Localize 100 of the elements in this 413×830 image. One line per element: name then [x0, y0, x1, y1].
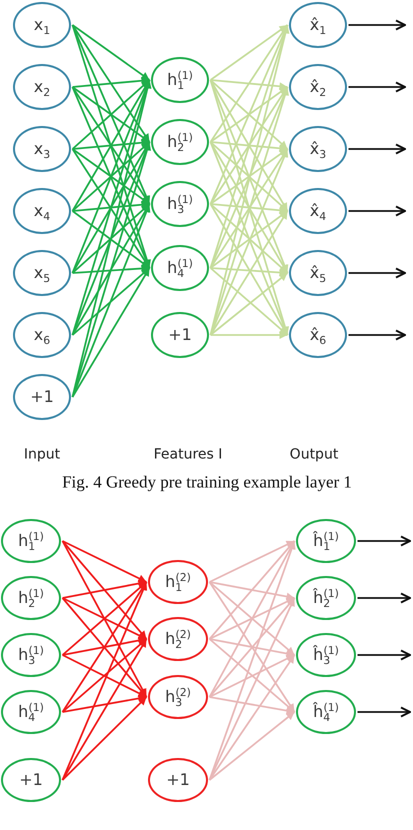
arrow — [348, 206, 406, 216]
arrow — [72, 24, 151, 268]
arrow — [208, 711, 296, 781]
arrow — [72, 86, 150, 143]
arrow — [210, 141, 288, 152]
arrow — [358, 650, 411, 660]
arrow — [358, 536, 411, 546]
arrow — [210, 331, 288, 339]
neuron-label: x̂$_{5}$ — [310, 265, 326, 281]
neuron-circle — [13, 374, 71, 420]
arrow — [210, 210, 288, 269]
arrow — [72, 203, 150, 274]
arrow — [210, 141, 288, 212]
arrow — [210, 24, 288, 81]
arrow — [62, 540, 147, 583]
arrow — [72, 268, 150, 398]
arrow — [208, 540, 296, 698]
arrow — [72, 142, 152, 398]
arrow — [72, 24, 150, 142]
arrow — [210, 203, 288, 214]
arrow — [72, 204, 150, 398]
neuron-label: x$_{1}$ — [34, 17, 50, 33]
arrow — [62, 597, 147, 640]
neuron-label: +1 — [30, 389, 54, 405]
arrow — [62, 581, 148, 656]
arrow — [208, 581, 296, 656]
arrow — [62, 638, 148, 780]
arrow — [358, 706, 411, 718]
arrow — [72, 24, 150, 204]
arrow — [209, 581, 295, 600]
arrow — [62, 540, 148, 640]
arrow — [72, 138, 150, 150]
arrow — [72, 79, 150, 150]
arrow — [208, 597, 296, 698]
arrow — [210, 203, 288, 274]
neuron-label: x$_{6}$ — [34, 327, 50, 343]
arrow — [62, 582, 148, 780]
arrow — [72, 80, 152, 398]
arrow — [208, 582, 296, 712]
neuron-label: x$_{5}$ — [34, 265, 50, 281]
arrow — [210, 148, 288, 205]
arrow — [62, 540, 148, 698]
arrow — [348, 20, 406, 30]
arrow — [208, 598, 296, 780]
neuron-label: +1 — [19, 772, 43, 788]
arrow — [72, 264, 150, 274]
arrow — [208, 540, 296, 780]
layer-label: Features I — [154, 447, 222, 463]
arrow — [72, 141, 150, 212]
arrow — [62, 694, 147, 713]
arrow — [358, 592, 411, 604]
arrow — [209, 696, 295, 715]
arrow — [72, 24, 150, 81]
arrow — [208, 638, 296, 713]
arrow — [348, 268, 406, 278]
arrow — [210, 24, 288, 142]
arrow — [72, 142, 150, 336]
arrow — [62, 597, 148, 698]
arrow — [209, 597, 295, 640]
arrow — [348, 144, 406, 154]
neuron-label: +1 — [166, 772, 190, 788]
arrow — [210, 79, 288, 150]
neuron-circle — [151, 57, 209, 103]
layer-label: Input — [24, 447, 60, 463]
arrow — [210, 24, 289, 268]
neuron-label: x$_{2}$ — [34, 79, 50, 95]
arrow — [72, 80, 152, 336]
arrow — [62, 654, 147, 698]
arrow — [209, 638, 295, 658]
arrow — [62, 696, 148, 781]
arrow — [72, 267, 150, 336]
neuron-label: x̂$_{3}$ — [310, 141, 326, 157]
neuron-label: x$_{3}$ — [34, 141, 50, 157]
arrow — [210, 86, 288, 143]
arrow — [62, 636, 147, 656]
neuron-label: x̂$_{2}$ — [310, 79, 326, 95]
arrow — [210, 79, 288, 90]
neuron-label: +1 — [168, 327, 192, 343]
arrow — [210, 267, 288, 276]
arrow — [72, 148, 150, 205]
arrow — [209, 654, 295, 698]
arrow — [72, 204, 150, 336]
arrow — [72, 210, 150, 269]
arrow — [348, 82, 406, 92]
arrow — [72, 76, 150, 88]
figure-caption: Fig. 4 Greedy pre training example layer 1 — [62, 474, 352, 492]
layer-label: Output — [290, 447, 338, 463]
arrow — [62, 638, 148, 713]
neuron-circle — [151, 312, 209, 358]
neuron-label: x$_{4}$ — [34, 203, 50, 219]
arrow — [62, 580, 147, 599]
neuron-label: x̂$_{1}$ — [310, 17, 326, 33]
arrow — [208, 654, 296, 780]
arrow — [348, 330, 406, 340]
arrow — [210, 24, 288, 204]
neuron-label: x̂$_{6}$ — [310, 327, 326, 343]
arrow — [72, 200, 150, 212]
arrow — [62, 582, 148, 712]
arrow — [209, 540, 295, 583]
neuron-label: x̂$_{4}$ — [310, 203, 326, 219]
